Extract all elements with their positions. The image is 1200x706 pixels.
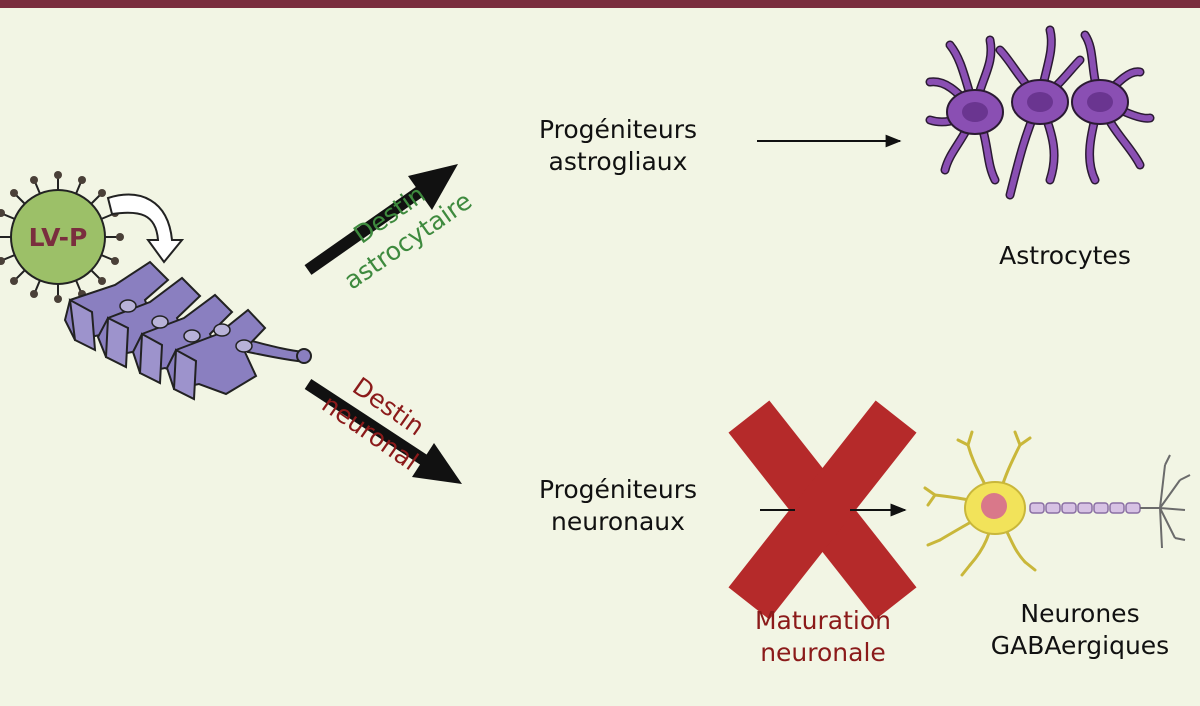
neuro-fate-arrow [304,378,462,484]
astro-progenitors-label: Progéniteurs astrogliaux [538,115,698,176]
infection-arrow-icon [106,193,185,264]
astro-fate-arrow [304,164,458,275]
virus-icon: LV-P [0,171,124,303]
virus-label: LV-P [29,223,88,252]
top-bar [0,0,1200,8]
astrocytes-label: Astrocytes [999,241,1131,270]
astrocytes-icon [925,25,1155,200]
gabaergic-neuron-icon [923,430,1191,577]
progenitor-cells-icon [63,260,312,401]
cross-icon [728,400,917,620]
neurons-label: Neurones GABAergiques [990,599,1170,660]
maturation-blocked-label: Maturation neuronale [754,606,892,667]
neuro-progenitors-label: Progéniteurs neuronaux [538,475,698,536]
